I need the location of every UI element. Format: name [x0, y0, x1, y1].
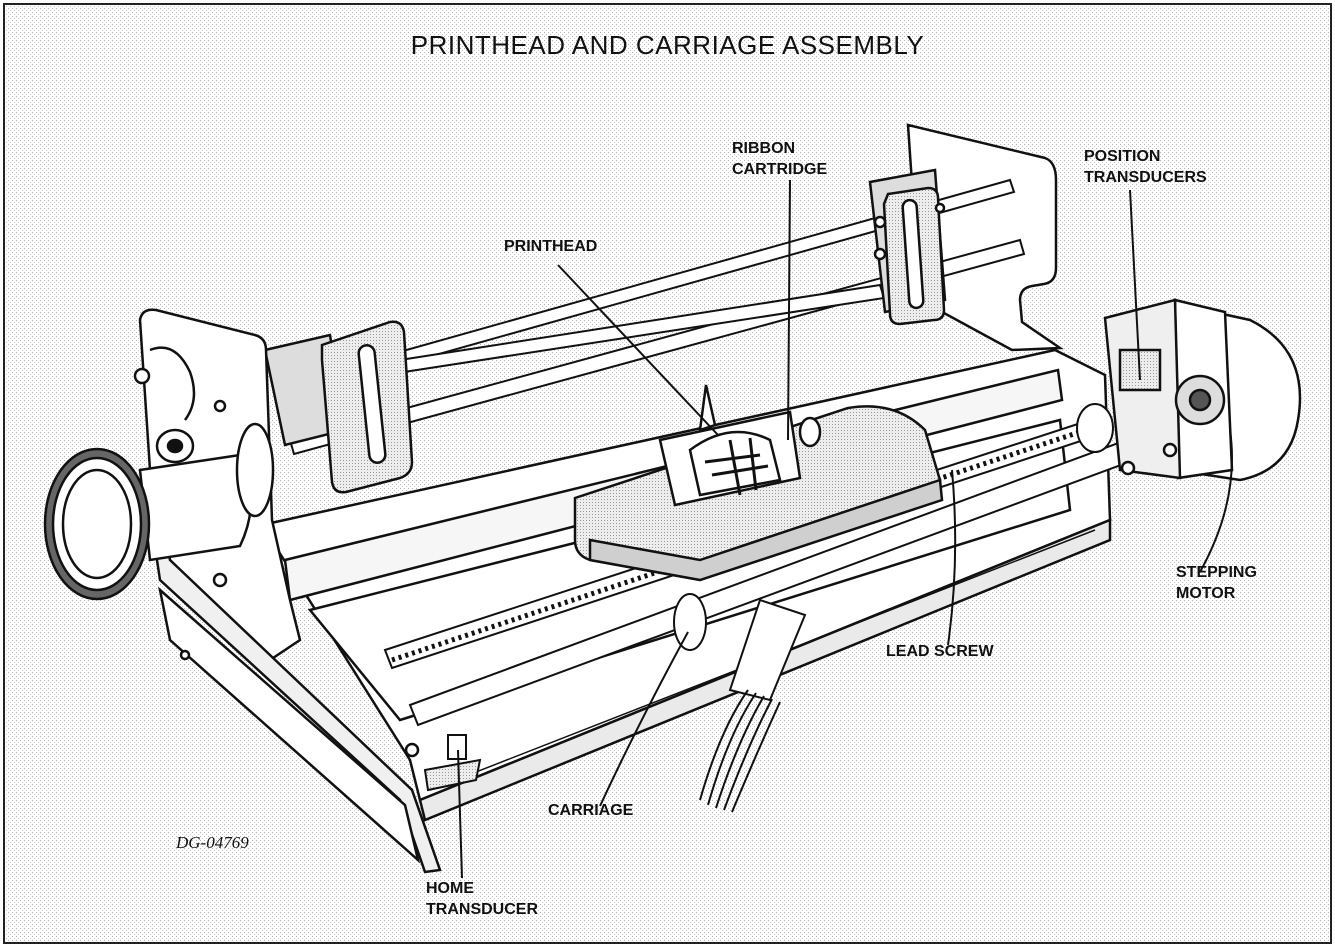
home-transducer-part [423, 734, 482, 792]
label-home-transducer: HOME TRANSDUCER [426, 880, 538, 918]
label-printhead: PRINTHEAD [504, 238, 598, 255]
leader-printhead [557, 264, 719, 436]
carriage-body [573, 384, 944, 582]
leader-lead-screw [947, 469, 957, 646]
stepping-motor [1103, 298, 1302, 482]
label-lead-screw: LEAD SCREW [886, 643, 994, 660]
label-carriage: CARRIAGE [548, 802, 634, 819]
platen-knob [43, 422, 275, 601]
leader-position-transducers [1129, 189, 1141, 381]
leader-lines [457, 179, 1233, 879]
leader-stepping-motor [1199, 429, 1233, 573]
leader-carriage [599, 631, 689, 807]
cable-harness [699, 598, 807, 813]
label-stepping-motor: STEPPING MOTOR [1176, 564, 1257, 602]
right-side-plate [906, 123, 1064, 352]
label-ribbon-cartridge: RIBBON CARTRIDGE [732, 140, 828, 178]
leader-ribbon-cartridge [787, 179, 791, 441]
label-position-transducers: POSITION TRANSDUCERS [1084, 148, 1207, 186]
right-tractor [868, 168, 947, 326]
left-tractor [263, 320, 414, 494]
drawing-number: DG-04769 [176, 833, 249, 852]
figure-title: PRINTHEAD AND CARRIAGE ASSEMBLY [410, 30, 925, 60]
leader-home-transducer [457, 749, 463, 879]
